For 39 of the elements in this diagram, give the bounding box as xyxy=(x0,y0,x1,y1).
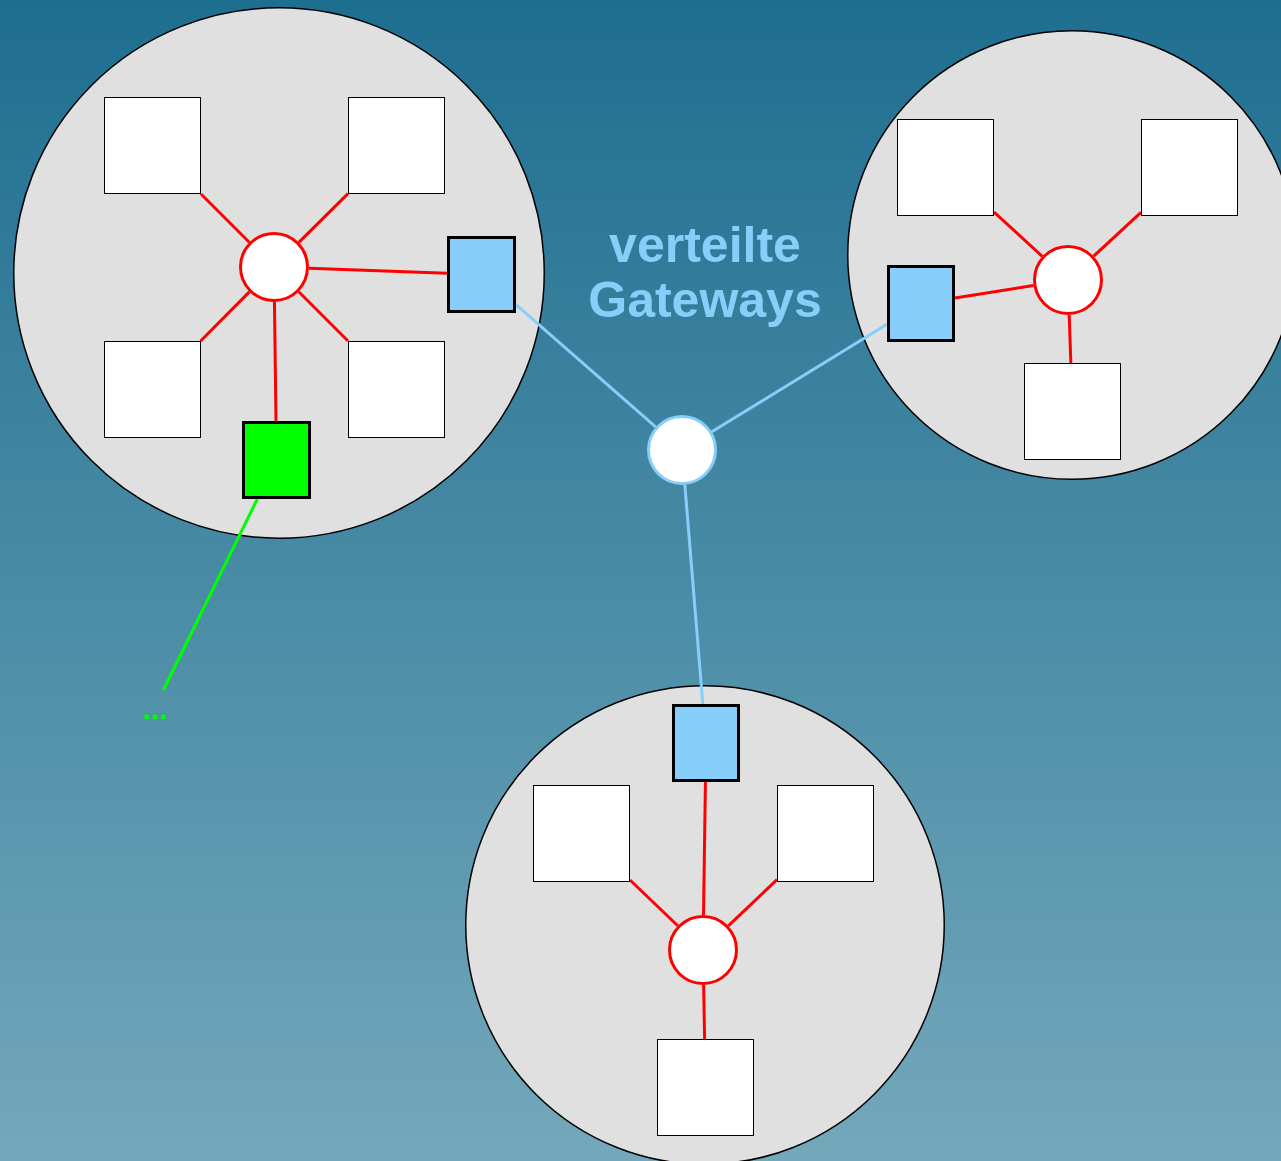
hub-circle xyxy=(668,915,738,985)
computer-square xyxy=(348,341,445,438)
connector-line xyxy=(297,192,350,244)
router-circle xyxy=(647,415,717,485)
hub-circle xyxy=(1033,245,1103,315)
connector-line xyxy=(702,781,707,916)
computer-square xyxy=(348,97,445,194)
connector-line xyxy=(199,290,251,343)
gateway-square xyxy=(672,704,740,782)
computer-square xyxy=(657,1039,754,1136)
gateway-square xyxy=(887,265,955,342)
connector-line xyxy=(683,484,705,705)
connector-line xyxy=(1092,211,1142,258)
bridge-square xyxy=(242,421,311,499)
connector-line xyxy=(515,303,657,429)
connector-line xyxy=(272,301,278,421)
gateway-caption: verteilte Gateways xyxy=(587,218,823,328)
connector-line xyxy=(199,192,251,244)
connector-line xyxy=(297,290,350,343)
hub-circle xyxy=(239,232,309,302)
connector-line xyxy=(993,210,1044,258)
network-circle xyxy=(13,7,545,539)
computer-square xyxy=(1024,363,1121,460)
connector-line xyxy=(162,498,259,691)
connector-line xyxy=(628,878,679,927)
computer-square xyxy=(104,341,201,438)
computer-square xyxy=(1141,119,1238,216)
connector-line xyxy=(702,984,707,1040)
connector-line xyxy=(954,284,1034,300)
connector-line xyxy=(1067,314,1073,364)
computer-square xyxy=(533,785,630,882)
gateway-square xyxy=(447,236,516,313)
computer-square xyxy=(777,785,874,882)
connector-line xyxy=(711,323,888,433)
connector-line xyxy=(308,266,448,275)
computer-square xyxy=(897,119,994,216)
connector-line xyxy=(727,878,779,927)
ellipsis-text: ... xyxy=(125,690,185,724)
computer-square xyxy=(104,97,201,194)
